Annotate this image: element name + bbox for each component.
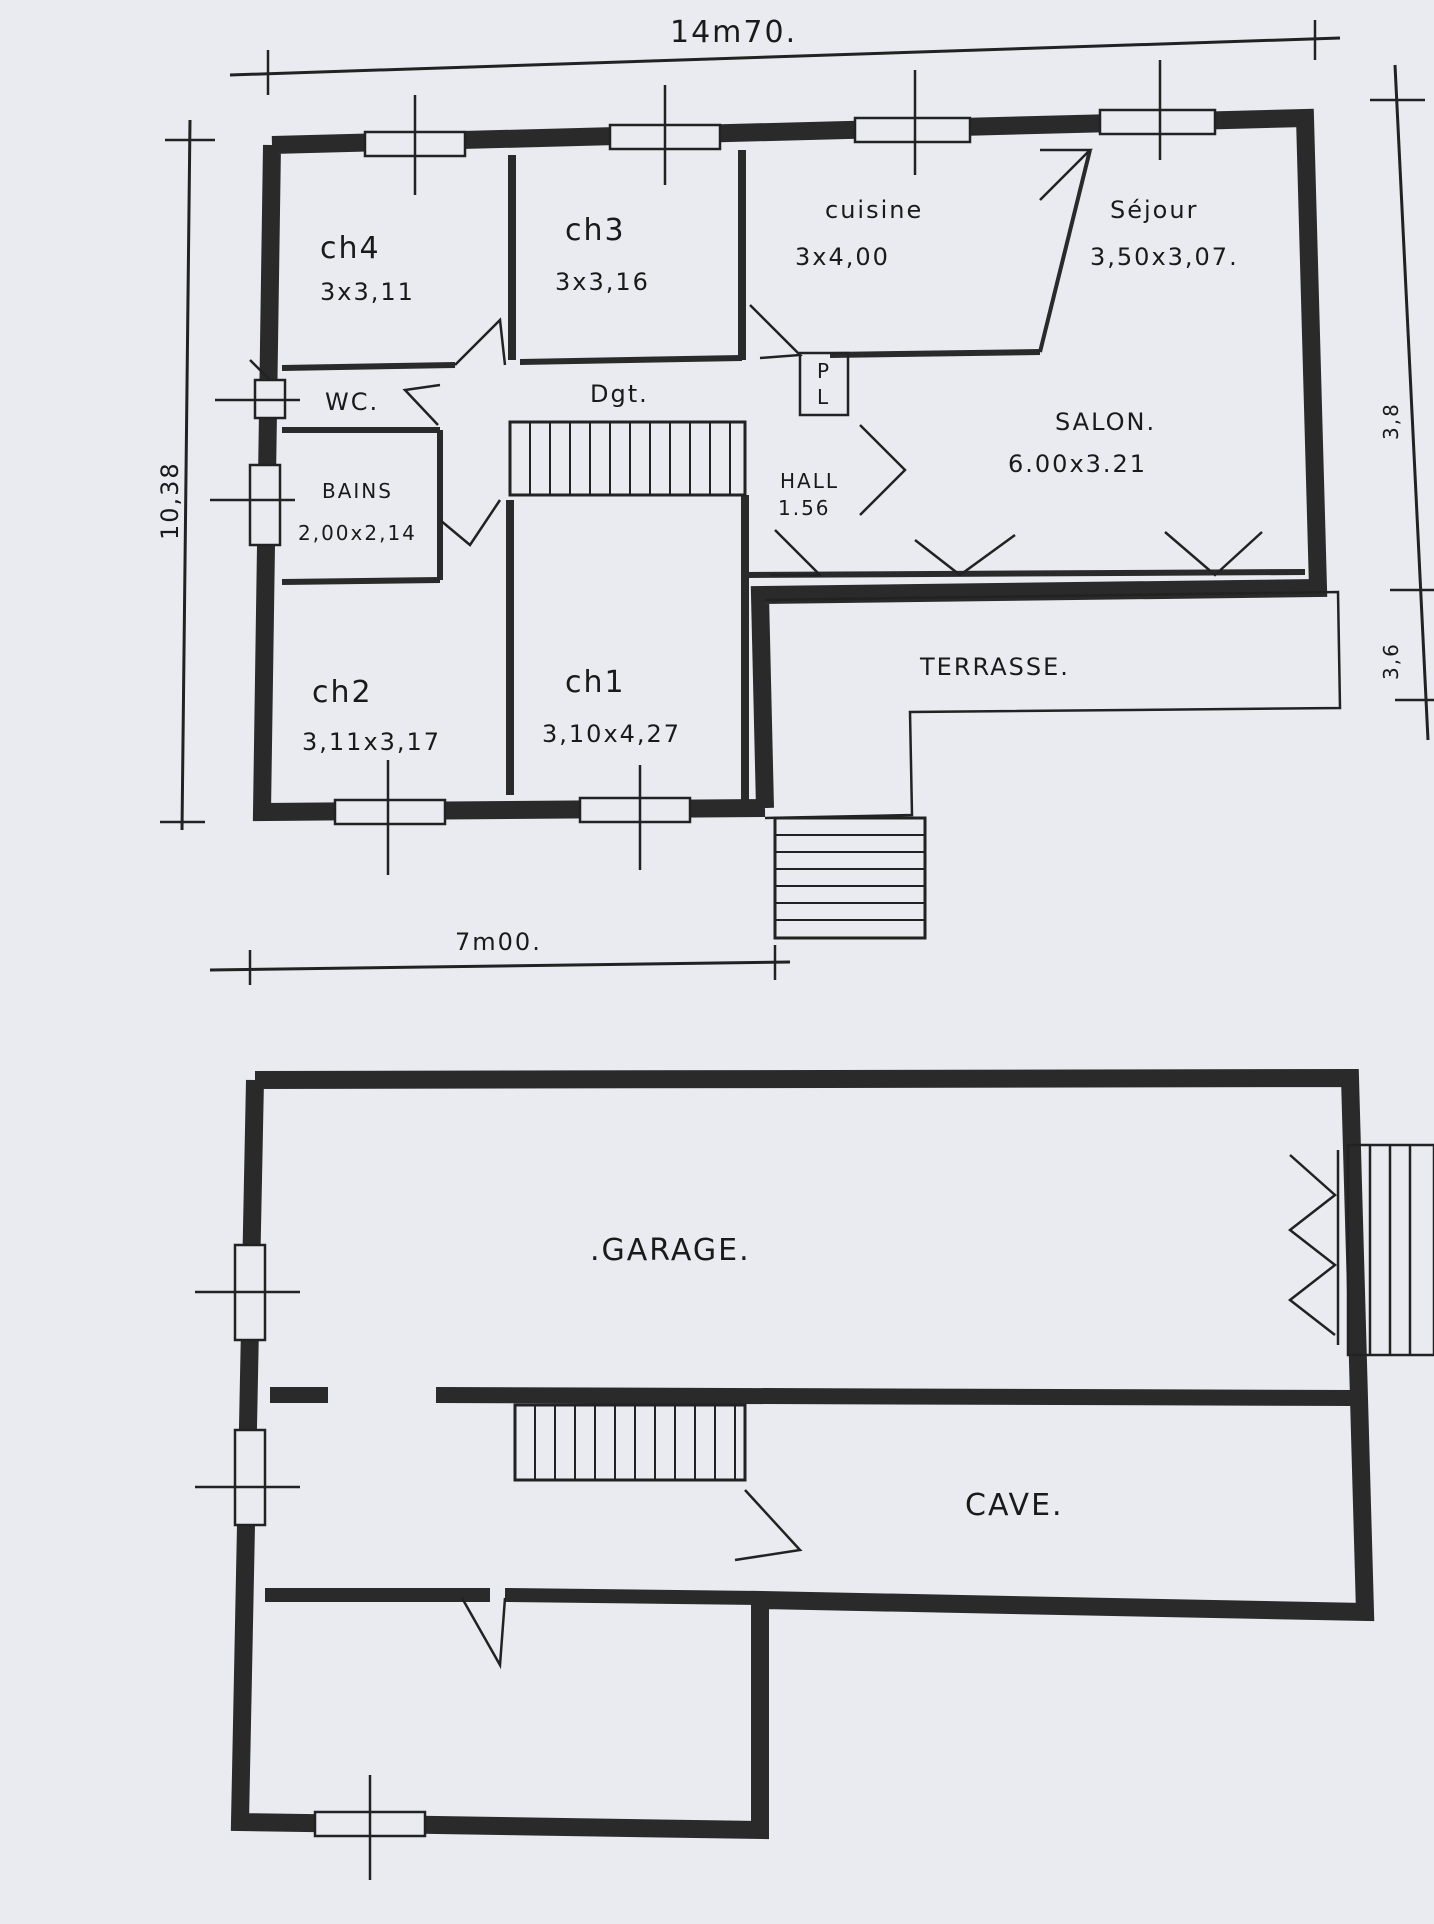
- cupboard-box: [798, 351, 850, 417]
- upper-floor-plan: 14m70. 10,38 3,8 3,6: [156, 15, 1434, 985]
- terrace-outline: [764, 590, 1342, 820]
- right-height-lower-label: 3,6: [1379, 642, 1403, 680]
- room-size-sejour: 3,50x3,07.: [1090, 243, 1239, 271]
- cupboard-letter-l: L: [817, 385, 830, 409]
- outer-wall-lower: [230, 1068, 1375, 1840]
- room-size-ch1: 3,10x4,27: [542, 720, 681, 748]
- lower-floor-plan: .GARAGE. CAVE.: [195, 1068, 1434, 1880]
- room-name-cave: CAVE.: [965, 1488, 1064, 1523]
- room-size-salon: 6.00x3.21: [1008, 450, 1147, 478]
- room-size-hall: 1.56: [778, 496, 831, 520]
- left-height-label: 10,38: [156, 461, 184, 540]
- room-name-wc: WC.: [325, 388, 379, 416]
- room-size-ch3: 3x3,16: [555, 268, 650, 296]
- room-name-hall: HALL: [780, 469, 839, 493]
- room-name-dgt: Dgt.: [590, 380, 649, 408]
- room-name-ch3: ch3: [565, 213, 626, 248]
- room-name-ch1: ch1: [565, 665, 626, 700]
- room-name-salon: SALON.: [1055, 408, 1156, 436]
- window-marks-upper: [210, 60, 1217, 875]
- room-size-bains: 2,00x2,14: [298, 521, 417, 545]
- door-swings-lower: [460, 1489, 803, 1670]
- room-name-ch2: ch2: [312, 675, 373, 710]
- terrace-steps: [773, 816, 927, 940]
- room-size-ch4: 3x3,11: [320, 278, 415, 306]
- staircase-upper: [508, 420, 747, 497]
- cupboard-letter-p: P: [817, 359, 831, 383]
- top-width-label: 14m70.: [670, 15, 797, 50]
- room-name-cuisine: cuisine: [825, 196, 923, 224]
- room-name-bains: BAINS: [322, 479, 393, 503]
- room-name-ch4: ch4: [320, 231, 381, 266]
- room-name-garage: .GARAGE.: [590, 1233, 751, 1268]
- dimension-line-left: [160, 119, 215, 831]
- window-marks-lower: [195, 1243, 427, 1880]
- room-size-ch2: 3,11x3,17: [302, 728, 441, 756]
- room-name-terrasse: TERRASSE.: [919, 653, 1070, 681]
- right-height-upper-label: 3,8: [1379, 402, 1403, 440]
- bottom-width-label: 7m00.: [455, 928, 542, 956]
- dimension-line-right: [1370, 64, 1434, 741]
- staircase-lower: [513, 1403, 747, 1482]
- interior-walls-upper: [281, 149, 1306, 800]
- door-swings-upper: [249, 148, 1263, 577]
- room-size-cuisine: 3x4,00: [795, 243, 890, 271]
- dimension-line-top: [229, 20, 1341, 95]
- room-name-sejour: Séjour: [1110, 196, 1198, 224]
- dimension-line-bottom: [209, 945, 791, 985]
- garage-door: [1287, 1143, 1434, 1357]
